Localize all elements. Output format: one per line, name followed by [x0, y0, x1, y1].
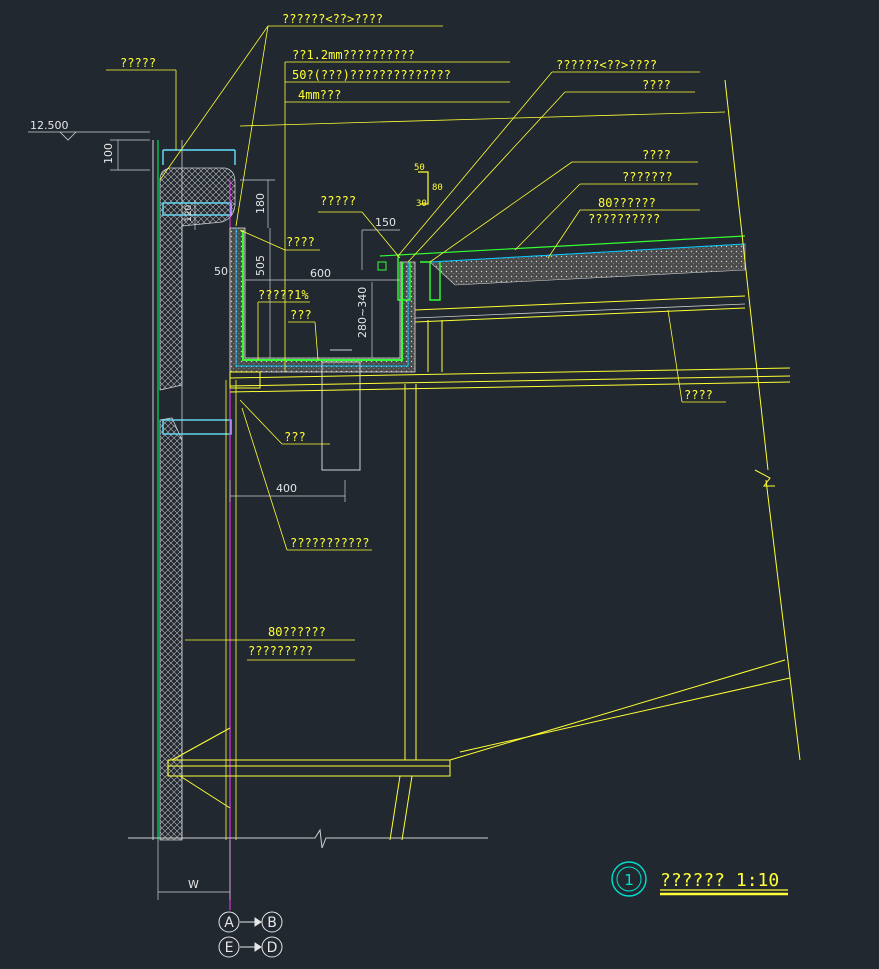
svg-text:505: 505: [254, 255, 267, 276]
annotation-labels: ??????<??>???? ????? ??1.2mm?????????? 5…: [120, 12, 713, 658]
label-slope: ?????1%: [258, 288, 309, 302]
label-right-c: ???????: [622, 170, 673, 184]
svg-text:150: 150: [375, 216, 396, 229]
label-right-d2: ??????????: [588, 212, 660, 226]
label-steel-plate: 4mm???: [298, 88, 341, 102]
steel-column: [404, 320, 443, 760]
label-support: ???: [284, 430, 306, 444]
svg-text:D: D: [267, 940, 278, 956]
svg-text:A: A: [224, 915, 234, 931]
svg-text:600: 600: [310, 267, 331, 280]
svg-text:120: 120: [184, 205, 194, 222]
svg-text:E: E: [225, 940, 234, 956]
wall-insulation-panel: [152, 140, 236, 841]
main-beam: [229, 367, 791, 393]
label-beam: ????: [684, 388, 713, 402]
bottom-beam: [167, 659, 791, 841]
dimension-lines: [110, 139, 400, 900]
section-glyph: 50 80 30: [414, 163, 443, 209]
label-flashing: ???????????: [290, 536, 369, 550]
detail-number: 1: [624, 871, 634, 889]
axis-bubble-a: [218, 911, 240, 933]
label-membrane: ??1.2mm??????????: [292, 48, 415, 62]
label-right-d1: 80??????: [598, 196, 656, 210]
svg-text:400: 400: [276, 482, 297, 495]
leader-lines: [106, 25, 726, 661]
label-insulation-board: 50?(???)??????????????: [292, 68, 451, 82]
right-boundary: [724, 79, 801, 761]
gutter-support: [321, 349, 361, 471]
axis-bubble-b: [261, 911, 283, 933]
bottom-break-line: [128, 828, 488, 849]
svg-text:100: 100: [102, 143, 115, 164]
label-wall-2: ?????????: [248, 644, 313, 658]
label-gutter-left: ?????: [320, 194, 356, 208]
svg-text:B: B: [267, 915, 277, 931]
elevation-marker: 12.500: [28, 119, 150, 141]
svg-text:50: 50: [414, 163, 425, 173]
svg-text:50: 50: [214, 265, 228, 278]
label-right-a: ????: [642, 78, 671, 92]
svg-text:80: 80: [432, 183, 443, 193]
dimension-texts: 100 180 120 150 505 600 50 280~340 400 W: [102, 143, 396, 891]
label-top-profile: ??????<??>????: [282, 12, 383, 26]
svg-text:180: 180: [254, 193, 267, 214]
label-right-b: ????: [642, 148, 671, 162]
label-right-profile: ??????<??>????: [556, 58, 657, 72]
axis-bubble-texts: A B E D: [224, 915, 277, 956]
axis-bubbles: [218, 911, 283, 958]
wall-purlins: [162, 149, 236, 435]
label-gutter-mid: ????: [286, 235, 315, 249]
svg-text:280~340: 280~340: [356, 287, 369, 338]
label-parapet: ?????: [120, 56, 156, 70]
axis-bubble-e: [218, 936, 240, 958]
roof-assembly: [377, 235, 746, 323]
detail-title: ?????? 1:10: [660, 870, 779, 891]
label-outlet: ???: [290, 308, 312, 322]
svg-text:30: 30: [416, 199, 427, 209]
svg-text:W: W: [188, 878, 199, 891]
elevation-text: 12.500: [30, 119, 69, 132]
label-wall-1: 80??????: [268, 625, 326, 639]
detail-title-block: 1 ?????? 1:10: [611, 861, 788, 897]
axis-bubble-d: [261, 936, 283, 958]
